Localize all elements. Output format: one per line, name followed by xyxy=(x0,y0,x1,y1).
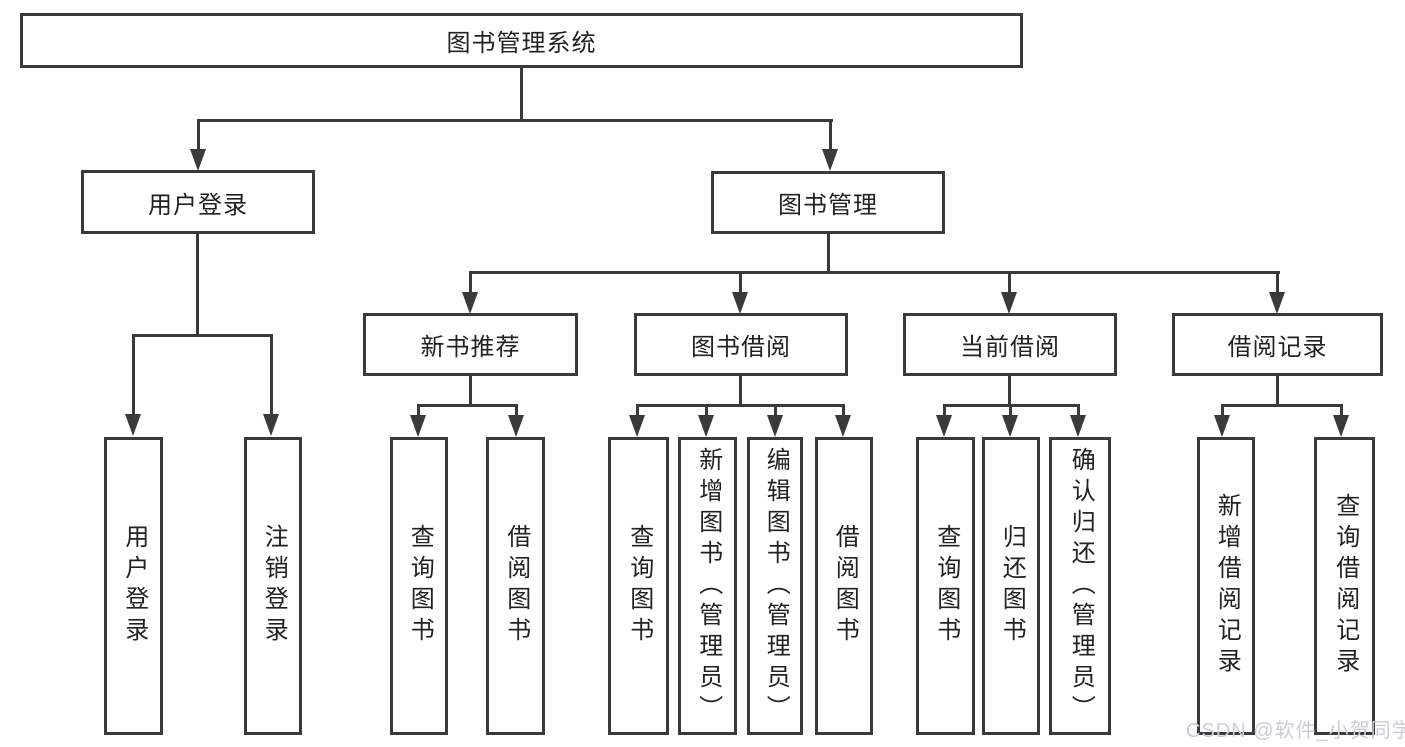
node-leaf-query-books-current: 查询图书 xyxy=(916,437,975,735)
connector-book-mgmt-split xyxy=(469,271,1280,274)
node-label: 新增借阅记录 xyxy=(1213,493,1241,679)
connector-borrowing-drop xyxy=(636,404,639,417)
arrowhead-down-icon xyxy=(835,415,851,437)
arrowhead-down-icon xyxy=(1070,415,1086,437)
connector-new-books-drop xyxy=(515,404,518,417)
node-label: 图书借阅 xyxy=(691,334,791,361)
connector-borrowing-drop xyxy=(774,404,777,417)
arrowhead-down-icon xyxy=(1333,415,1349,437)
node-label: 当前借阅 xyxy=(960,334,1060,361)
node-leaf-query-books-borrowing: 查询图书 xyxy=(608,437,669,735)
connector-user-login-drop xyxy=(132,334,135,416)
connector-records-drop xyxy=(1340,404,1343,417)
node-leaf-add-borrow-record: 新增借阅记录 xyxy=(1197,437,1255,735)
connector-current-drop xyxy=(1077,404,1080,417)
node-new-book-recommend: 新书推荐 xyxy=(363,313,578,376)
connector-root-left-drop xyxy=(197,119,200,152)
connector-current-drop xyxy=(943,404,946,417)
connector-root-split xyxy=(197,119,833,122)
node-leaf-edit-books-admin: 编辑图书（管理员） xyxy=(747,437,803,735)
node-label: 新增图书（管理员） xyxy=(694,446,722,726)
connector-book-mgmt-drop xyxy=(469,271,472,295)
node-label: 查询图书 xyxy=(406,524,434,648)
connector-root-right-drop xyxy=(829,119,832,152)
node-label: 注销登录 xyxy=(260,524,288,648)
node-leaf-query-borrow-record: 查询借阅记录 xyxy=(1314,437,1375,735)
node-label: 确认归还（管理员） xyxy=(1067,446,1095,726)
connector-borrowing-drop xyxy=(842,404,845,417)
connector-book-mgmt-drop xyxy=(1008,271,1011,295)
arrowhead-down-icon xyxy=(263,414,279,436)
node-label: 图书管理系统 xyxy=(446,30,597,57)
arrowhead-down-icon xyxy=(1001,292,1017,314)
arrowhead-down-icon xyxy=(698,415,714,437)
node-label: 用户登录 xyxy=(148,191,248,219)
arrowhead-down-icon xyxy=(1002,415,1018,437)
connector-root-stem xyxy=(520,68,523,121)
connector-current-drop xyxy=(1009,404,1012,417)
node-label: 新书推荐 xyxy=(420,334,521,361)
node-label: 查询图书 xyxy=(932,524,960,648)
connector-new-books-drop xyxy=(417,404,420,417)
node-book-management: 图书管理 xyxy=(711,171,945,234)
node-leaf-user-login: 用户登录 xyxy=(104,437,163,735)
arrowhead-down-icon xyxy=(1214,415,1230,437)
connector-current-stem xyxy=(1008,376,1011,407)
node-label: 用户登录 xyxy=(120,524,148,648)
connector-new-books-split xyxy=(417,404,518,407)
node-book-borrowing: 图书借阅 xyxy=(634,313,848,376)
node-leaf-add-books-admin: 新增图书（管理员） xyxy=(678,437,737,735)
arrowhead-down-icon xyxy=(936,415,952,437)
connector-user-login-split xyxy=(132,334,273,337)
csdn-watermark: CSDN @软件_小贺同学 xyxy=(1186,720,1405,742)
arrowhead-down-icon xyxy=(629,415,645,437)
node-leaf-borrow-books: 借阅图书 xyxy=(815,437,873,735)
arrowhead-down-icon xyxy=(1269,292,1285,314)
node-label: 归还图书 xyxy=(998,524,1026,648)
node-label: 查询借阅记录 xyxy=(1331,493,1359,679)
connector-records-stem xyxy=(1276,376,1279,407)
arrowhead-down-icon xyxy=(410,415,426,437)
connector-user-login-drop xyxy=(270,334,273,416)
node-library-management-system: 图书管理系统 xyxy=(20,13,1023,68)
node-user-login: 用户登录 xyxy=(81,170,315,234)
connector-user-login-stem xyxy=(196,234,199,337)
node-label: 图书管理 xyxy=(778,192,878,219)
arrowhead-down-icon xyxy=(190,149,206,171)
node-label: 查询图书 xyxy=(625,524,653,648)
node-leaf-borrow-books-recommend: 借阅图书 xyxy=(486,437,545,735)
connector-book-mgmt-drop xyxy=(1276,271,1279,295)
connector-records-split xyxy=(1221,404,1343,407)
node-current-borrowing: 当前借阅 xyxy=(903,313,1117,376)
node-label: 借阅图书 xyxy=(502,524,530,648)
connector-new-books-stem xyxy=(469,376,472,407)
node-borrow-records: 借阅记录 xyxy=(1172,313,1383,376)
arrowhead-down-icon xyxy=(767,415,783,437)
connector-book-mgmt-stem xyxy=(827,234,830,274)
connector-records-drop xyxy=(1221,404,1224,417)
connector-borrowing-stem xyxy=(739,376,742,407)
arrowhead-down-icon xyxy=(732,292,748,314)
arrowhead-down-icon xyxy=(462,292,478,314)
connector-borrowing-drop xyxy=(705,404,708,417)
node-leaf-confirm-return-admin: 确认归还（管理员） xyxy=(1049,437,1111,735)
node-leaf-query-books-recommend: 查询图书 xyxy=(390,437,448,735)
node-leaf-return-books: 归还图书 xyxy=(982,437,1040,735)
arrowhead-down-icon xyxy=(508,415,524,437)
node-label: 借阅图书 xyxy=(831,524,859,648)
arrowhead-down-icon xyxy=(125,414,141,436)
node-label: 编辑图书（管理员） xyxy=(762,446,790,726)
arrowhead-down-icon xyxy=(822,149,838,171)
connector-borrowing-split xyxy=(636,404,845,407)
node-label: 借阅记录 xyxy=(1227,334,1328,361)
connector-book-mgmt-drop xyxy=(739,271,742,295)
node-leaf-logout: 注销登录 xyxy=(244,437,302,735)
